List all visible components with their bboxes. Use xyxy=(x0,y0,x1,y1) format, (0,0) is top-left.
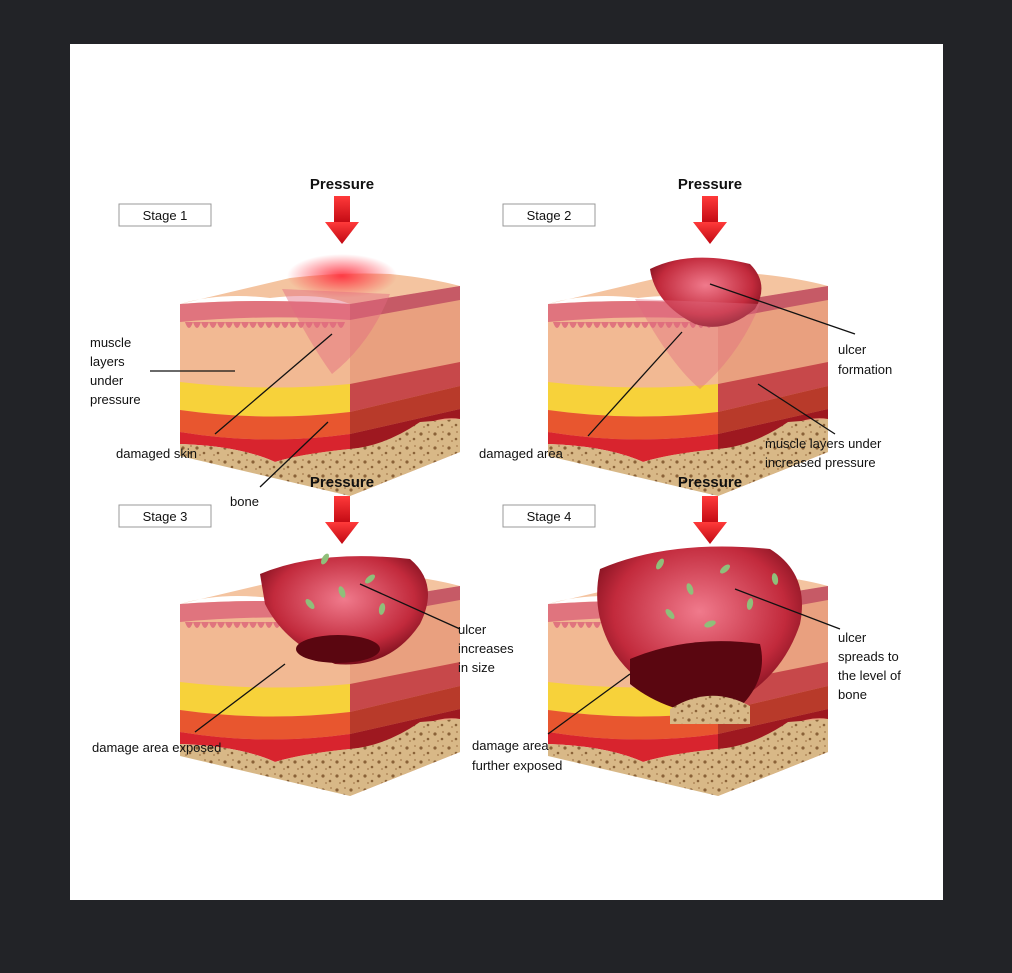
stage-4-pressure-label: Pressure xyxy=(678,474,742,491)
stage-2-title: Stage 2 xyxy=(527,208,572,223)
stage-2-damaged-zone xyxy=(635,299,760,389)
label-muscle-layers-4: pressure xyxy=(90,392,141,407)
label-ulcer-spreads-1: ulcer xyxy=(838,630,867,645)
stage-4-box xyxy=(502,504,596,528)
stage-4-ulcer-floor xyxy=(630,641,762,716)
stage-4-bacteria xyxy=(656,558,779,628)
stage-3-ulcer xyxy=(260,556,428,665)
stage-1-pressure-arrow xyxy=(325,196,359,244)
diagram-panel: Stage 1 Pressure muscle layers under pre… xyxy=(70,44,943,900)
label-muscle-layers-1: muscle xyxy=(90,335,131,350)
stage-4-pressure-arrow xyxy=(693,496,727,544)
label-ulcer-increases-1: ulcer xyxy=(458,622,487,637)
stage-1-panel: Stage 1 Pressure muscle layers under pre… xyxy=(90,176,460,509)
label-ulcer-spreads-3: the level of xyxy=(838,668,901,683)
label-damaged-skin: damaged skin xyxy=(116,446,197,461)
label-damage-further-1: damage area xyxy=(472,738,549,753)
stage-2-panel: Stage 2 Pressure ulcer formation damaged… xyxy=(479,176,892,496)
stage-2-pressure-label: Pressure xyxy=(678,176,742,193)
stage-4-title: Stage 4 xyxy=(527,509,572,524)
label-ulcer-spreads-4: bone xyxy=(838,687,867,702)
stage-3-bacteria xyxy=(305,553,386,615)
stage-3-pressure-arrow xyxy=(325,496,359,544)
stage-2-pressure-arrow xyxy=(693,196,727,244)
stage-3-title: Stage 3 xyxy=(143,509,188,524)
label-bone: bone xyxy=(230,494,259,509)
stage-3-pressure-label: Pressure xyxy=(310,474,374,491)
stage-1-damaged-zone xyxy=(282,289,390,374)
label-ulcer-spreads-2: spreads to xyxy=(838,649,899,664)
stage-2-ulcer xyxy=(650,257,762,327)
stage-1-pressure-label: Pressure xyxy=(310,176,374,193)
stage-1-box xyxy=(118,203,212,227)
stage-1-redness xyxy=(287,254,397,298)
stage-3-box xyxy=(118,504,212,528)
stage-3-panel: Stage 3 Pressure ulcer increases in size… xyxy=(92,474,514,796)
label-muscle-layers-2: layers xyxy=(90,354,125,369)
stage-2-box xyxy=(502,203,596,227)
label-muscle-increased-2: increased pressure xyxy=(765,455,876,470)
label-ulcer-increases-2: increases xyxy=(458,641,514,656)
label-damage-exposed: damage area exposed xyxy=(92,740,221,755)
label-ulcer-increases-3: in size xyxy=(458,660,495,675)
stage-4-panel: Stage 4 Pressure ulcer spreads to the le… xyxy=(472,474,901,796)
label-damage-further-2: further exposed xyxy=(472,758,562,773)
label-ulcer-formation-2: formation xyxy=(838,362,892,377)
stage-4-exposed-bone xyxy=(670,695,750,724)
stage-1-title: Stage 1 xyxy=(143,208,188,223)
label-muscle-increased-1: muscle layers under xyxy=(765,436,882,451)
stage-3-ulcer-floor xyxy=(296,635,380,663)
pressure-ulcer-stages-diagram: Stage 1 Pressure muscle layers under pre… xyxy=(90,176,901,796)
label-damaged-area: damaged area xyxy=(479,446,564,461)
label-ulcer-formation-1: ulcer xyxy=(838,342,867,357)
label-muscle-layers-3: under xyxy=(90,373,124,388)
